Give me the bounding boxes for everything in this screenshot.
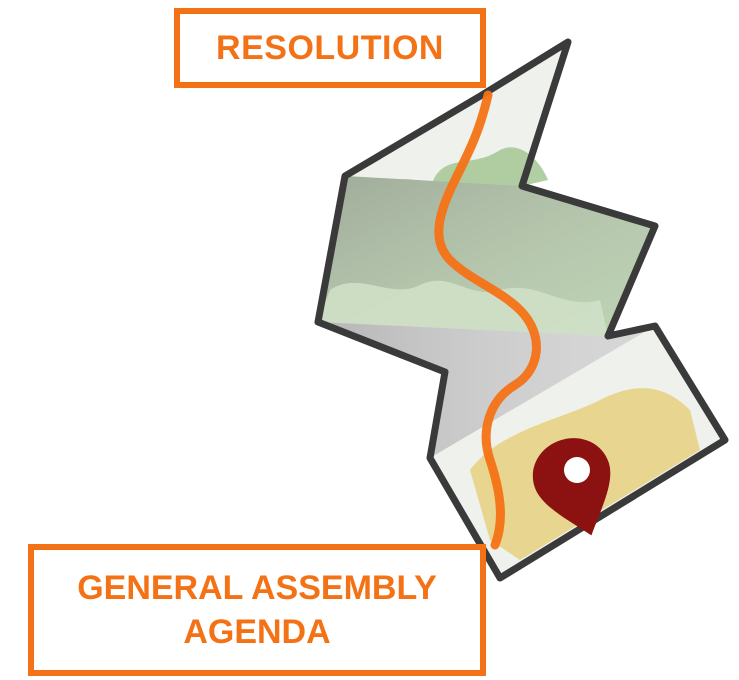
location-pin-icon (532, 438, 611, 536)
resolution-label-box: RESOLUTION (174, 8, 486, 88)
map-panel-lower (318, 322, 655, 458)
agenda-label-box: GENERAL ASSEMBLY AGENDA (28, 544, 486, 676)
route-line (434, 90, 541, 550)
agenda-label-line2: AGENDA (183, 613, 331, 651)
map-panel-middle (318, 176, 655, 336)
map-outline (314, 38, 729, 582)
agenda-label-line1: GENERAL ASSEMBLY (77, 568, 437, 607)
resolution-label: RESOLUTION (216, 28, 444, 67)
